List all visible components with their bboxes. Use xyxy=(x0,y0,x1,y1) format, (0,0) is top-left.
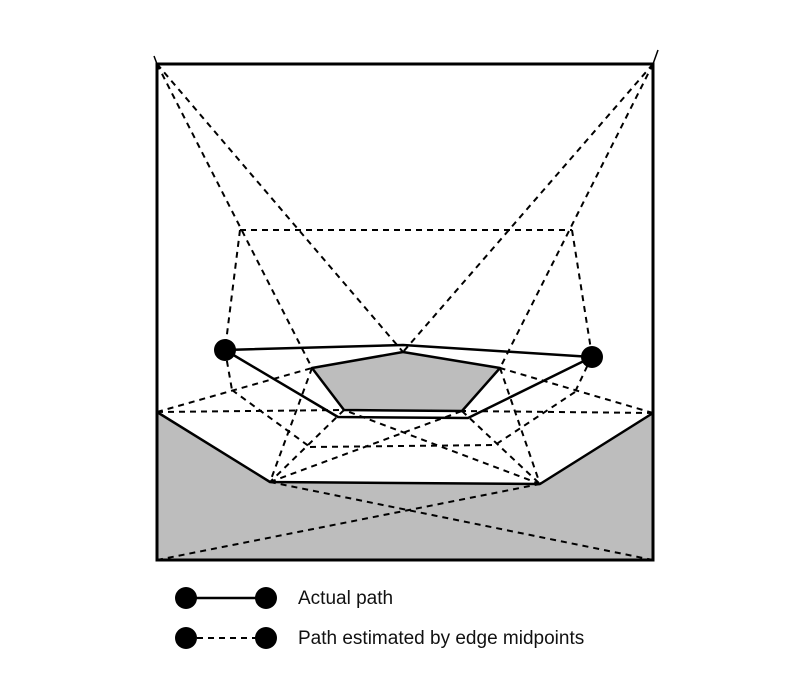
path-node-left xyxy=(214,339,236,361)
legend-solid-node-left xyxy=(175,587,197,609)
legend-actual-path: Actual path xyxy=(175,587,393,609)
triangulation-edges xyxy=(156,63,654,561)
path-node-right xyxy=(581,346,603,368)
legend-solid-node-right xyxy=(255,587,277,609)
corner-tick-left xyxy=(153,55,158,65)
corner-tick-right xyxy=(652,49,659,65)
legend-estimated-path-label: Path estimated by edge midpoints xyxy=(298,628,584,649)
legend-estimated-path: Path estimated by edge midpoints xyxy=(175,627,584,649)
center-obstacle xyxy=(310,350,502,413)
legend-dashed-node-left xyxy=(175,627,197,649)
actual-path xyxy=(223,343,594,420)
room-boundary xyxy=(155,62,655,562)
bottom-obstacle xyxy=(155,410,655,562)
legend-actual-path-label: Actual path xyxy=(298,588,393,609)
legend-dashed-node-right xyxy=(255,627,277,649)
